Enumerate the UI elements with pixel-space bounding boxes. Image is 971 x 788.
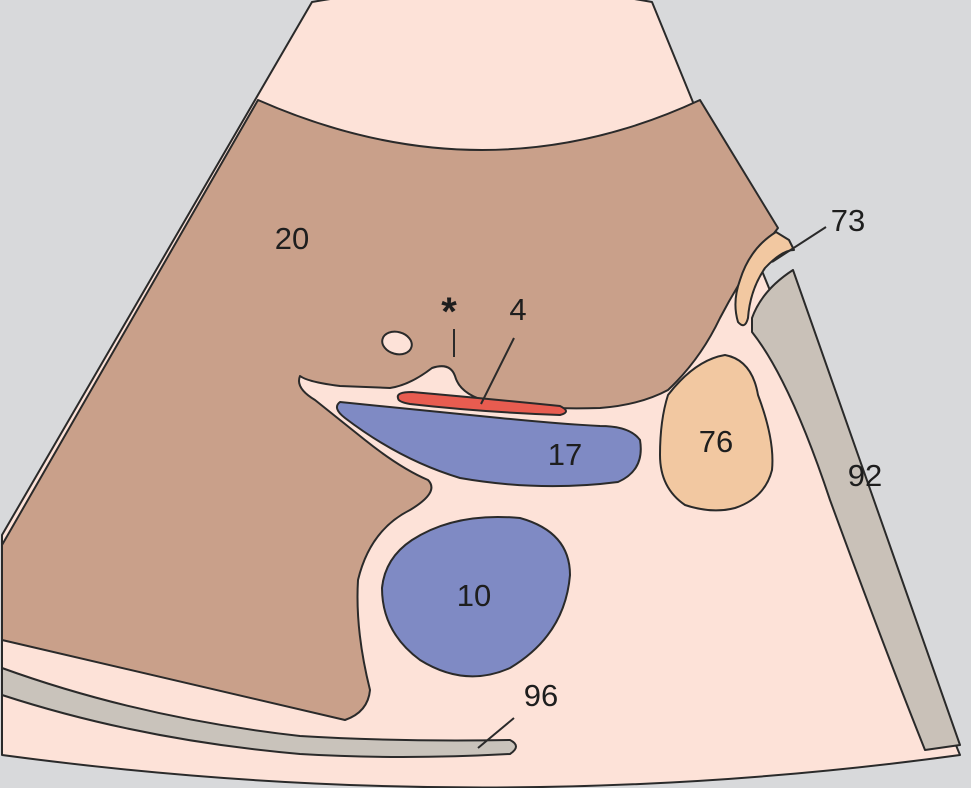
label-star: *	[441, 290, 457, 334]
label-structure-96: 96	[524, 678, 558, 713]
label-liver: 20	[275, 221, 309, 256]
upper-vein	[335, 401, 642, 488]
label-upper-vein: 17	[548, 437, 582, 472]
label-structure-92: 92	[848, 458, 882, 493]
label-lower-vein: 10	[457, 578, 491, 613]
structure-73-leader-line	[771, 226, 827, 263]
label-artery: 4	[509, 292, 526, 327]
structure-96-leader-line	[477, 717, 515, 749]
small-curved-structure	[734, 231, 795, 327]
artery-leader-line	[480, 337, 515, 405]
bottom-band-structure	[1, 667, 517, 758]
lymph-node	[659, 354, 774, 512]
lower-vein	[381, 515, 571, 678]
label-structure-73: 73	[831, 203, 865, 238]
right-structure	[751, 269, 961, 751]
small-oval-structure	[381, 330, 413, 356]
label-lymph-node: 76	[699, 424, 733, 459]
